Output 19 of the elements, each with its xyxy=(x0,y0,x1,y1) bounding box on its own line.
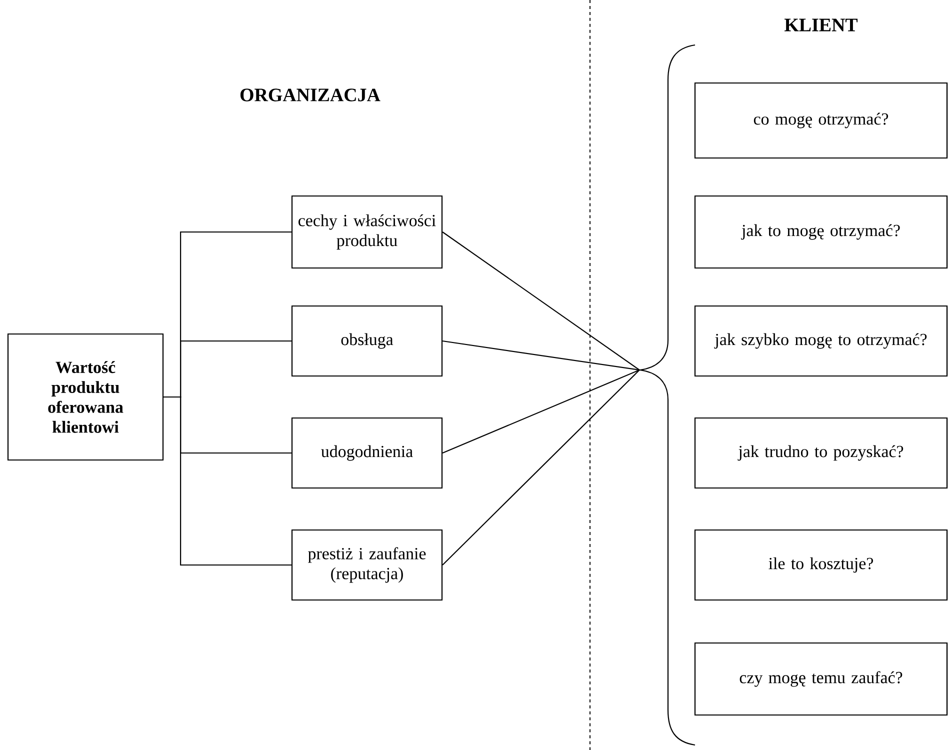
heading: KLIENT xyxy=(784,18,858,32)
connector-line xyxy=(164,396,292,566)
text-box: udogodnienia xyxy=(291,417,443,489)
heading: ORGANIZACJA xyxy=(240,88,380,102)
text-box: obsługa xyxy=(291,305,443,377)
connector-line xyxy=(442,370,640,566)
text-box: jak trudno to pozyskać? xyxy=(694,417,948,489)
text-box: czy mogę temu zaufać? xyxy=(694,642,948,716)
value-box: Wartość produktu oferowana klientowi xyxy=(7,333,164,461)
curly-brace xyxy=(639,44,696,746)
text-box: ile to kosztuje? xyxy=(694,529,948,601)
connector-line xyxy=(442,340,640,371)
connector-line xyxy=(442,232,640,370)
connector-line xyxy=(442,369,640,454)
text-box: cechy i właściwości produktu xyxy=(291,195,443,269)
text-box: prestiż i zaufanie (reputacja) xyxy=(291,529,443,601)
text-box: jak to mogę otrzymać? xyxy=(694,195,948,269)
text-box: jak szybko mogę to otrzymać? xyxy=(694,305,948,377)
text-box: co mogę otrzymać? xyxy=(694,82,948,159)
